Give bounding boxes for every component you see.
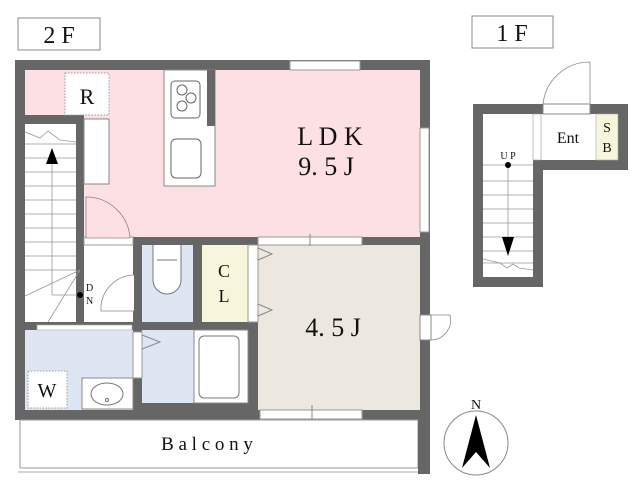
entrance-door[interactable] bbox=[542, 61, 591, 105]
stair-down-n: N bbox=[86, 296, 93, 307]
ldk-size: 9. 5 J bbox=[298, 152, 354, 181]
label-text: 1 F bbox=[496, 21, 527, 47]
label-text: B bbox=[602, 141, 611, 156]
label-text: 2 F bbox=[43, 23, 74, 49]
window-ldk-right bbox=[419, 127, 430, 233]
down-arrow-icon bbox=[502, 237, 514, 256]
north-arrow-icon bbox=[462, 415, 490, 468]
room-closet: C L bbox=[202, 245, 248, 322]
floor-2f-label: 2 F bbox=[17, 17, 101, 51]
entrance-label: Ent bbox=[557, 130, 580, 147]
floor-1f-label: 1 F bbox=[471, 15, 554, 49]
door-bath[interactable] bbox=[132, 331, 143, 379]
door-bedroom-side[interactable] bbox=[430, 314, 451, 341]
room-bedroom: 4. 5 J bbox=[258, 245, 420, 410]
label-text: S bbox=[603, 121, 611, 136]
refrigerator-space: R bbox=[64, 72, 110, 116]
up-arrow-icon bbox=[46, 148, 58, 164]
stair-down-marker: D N bbox=[77, 283, 93, 307]
shelf bbox=[83, 118, 110, 185]
floor-plan-1f: Ent S B U P bbox=[473, 61, 628, 287]
kitchen-counter bbox=[163, 69, 216, 187]
compass: N bbox=[443, 398, 509, 476]
ldk-label: L D K bbox=[297, 122, 363, 151]
label-text: N bbox=[471, 398, 481, 413]
window-ldk-top bbox=[289, 60, 361, 71]
closet-doors[interactable] bbox=[247, 244, 259, 323]
label-text: R bbox=[80, 84, 95, 109]
window-bedroom-bottom bbox=[259, 409, 363, 420]
stair-down-d: D bbox=[86, 283, 93, 294]
label-text: B a l c o n y bbox=[161, 434, 253, 455]
staircase-2f bbox=[24, 124, 81, 323]
door-ldk[interactable] bbox=[85, 196, 131, 239]
room-toilet bbox=[142, 245, 193, 322]
label-text: U P bbox=[500, 151, 516, 162]
balcony: B a l c o n y bbox=[18, 419, 430, 474]
label-text: 4. 5 J bbox=[305, 313, 361, 342]
room-bath bbox=[142, 329, 249, 404]
label-text: W bbox=[38, 380, 57, 402]
label-text: L bbox=[219, 286, 230, 306]
door-toilet[interactable] bbox=[100, 274, 135, 312]
room-washroom: W bbox=[25, 330, 134, 410]
label-text: C bbox=[218, 261, 230, 281]
